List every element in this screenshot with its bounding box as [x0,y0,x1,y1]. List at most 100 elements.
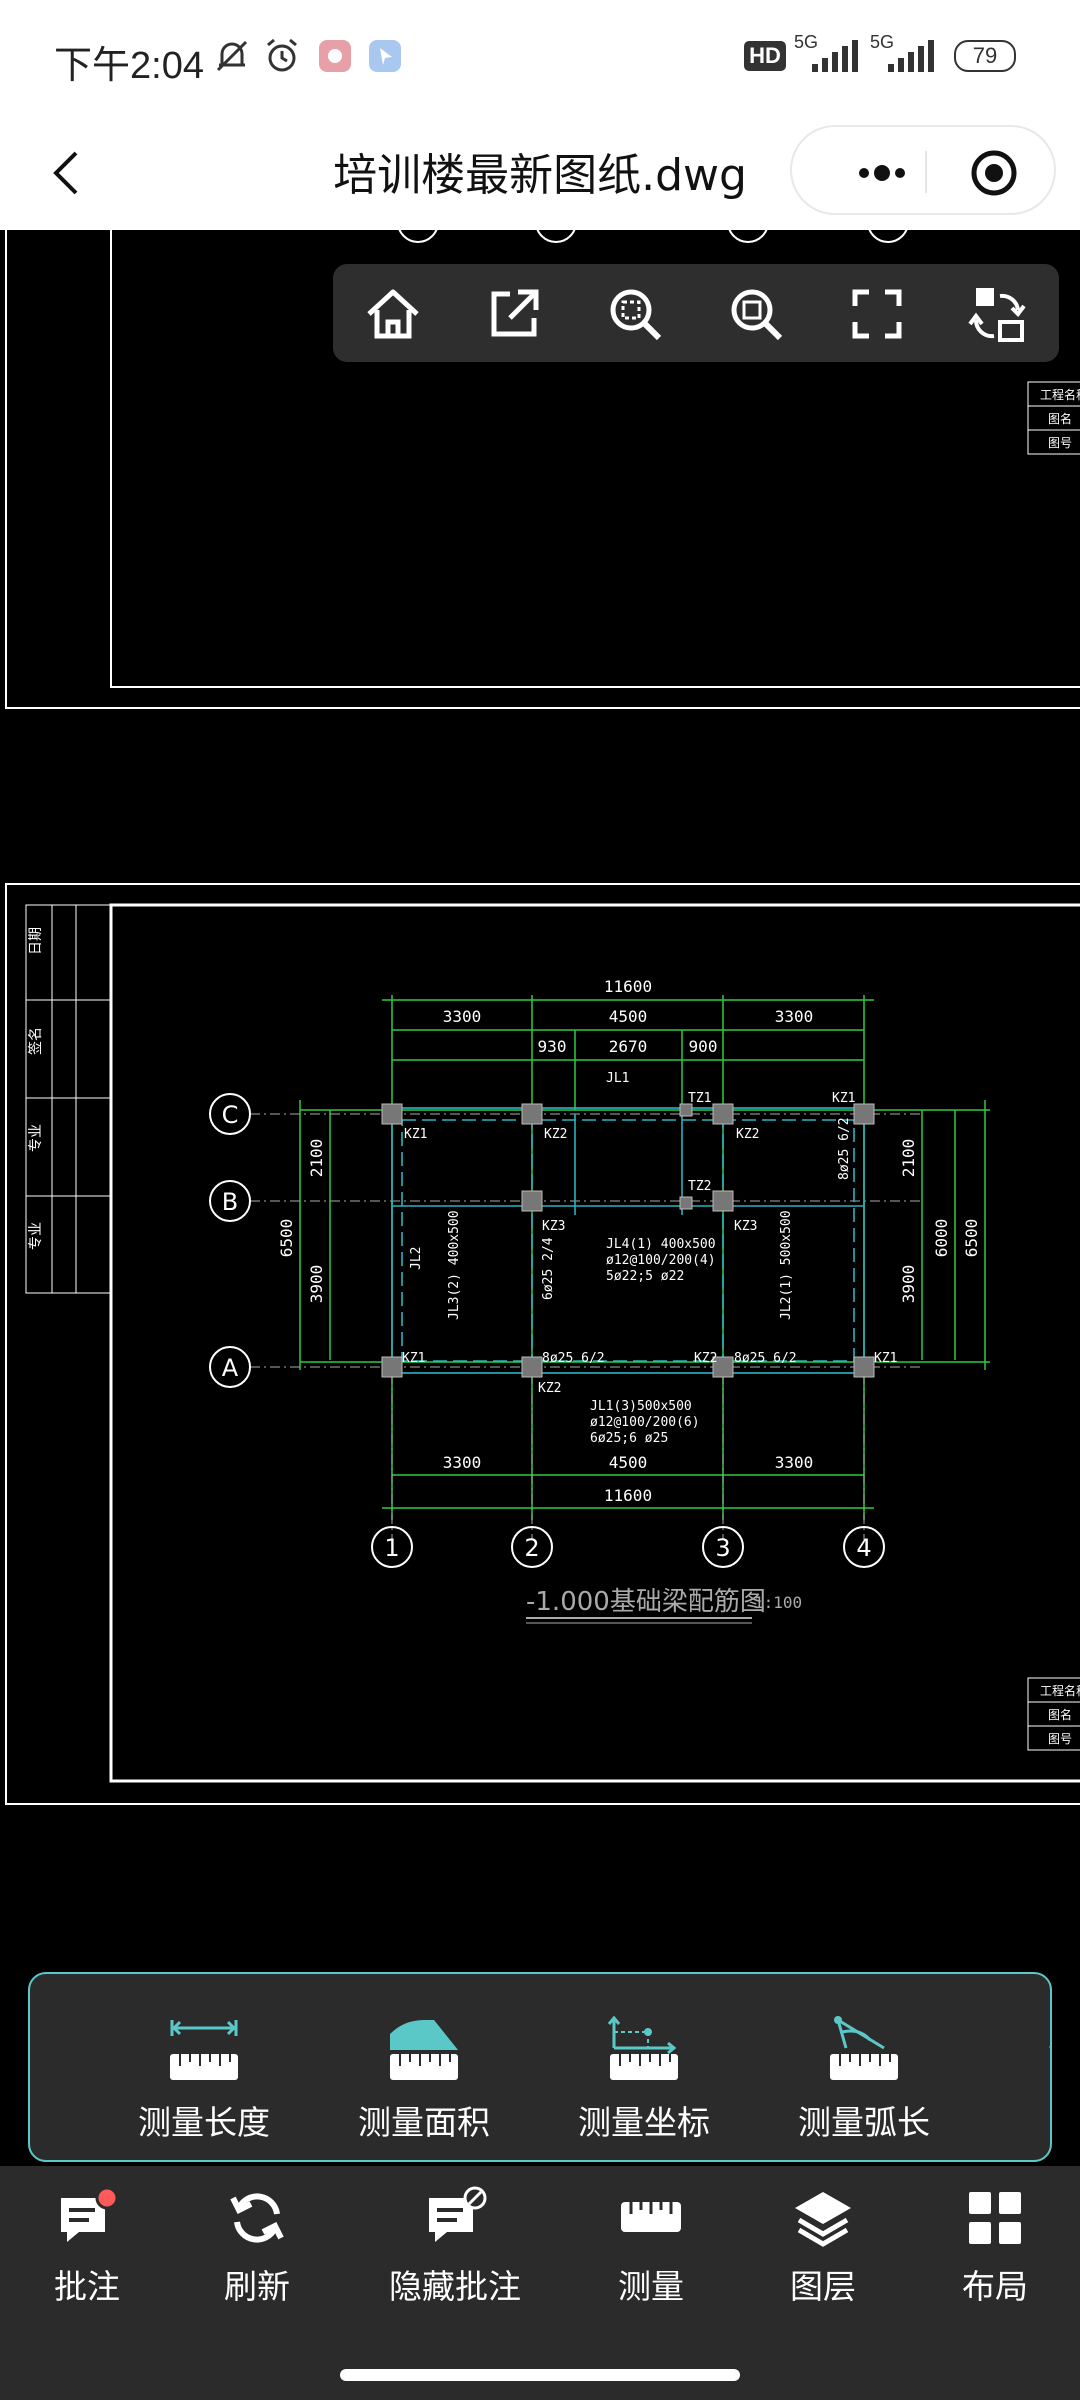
axis-col-1: 1 [384,1534,399,1562]
status-bar: 下午2:04 HD 5G 5G 79 [0,0,1080,115]
lbl-kz2-a: KZ2 [544,1127,567,1142]
strip-3: 专业 [28,1124,44,1152]
tab-measure[interactable]: 测量 [586,2186,716,2336]
lbl-jl1-3: 6ø25;6 ø25 [590,1431,668,1446]
zoom-window-button[interactable] [603,282,667,346]
lbl-jl4-2: ø12@100/200(4) [606,1253,716,1268]
refresh-icon [230,2193,284,2243]
tab-layout-label: 布局 [962,2267,1028,2306]
dim-right-a: 2100 [899,1139,918,1178]
bottom-tab-bar: 批注 刷新 隐藏批注 测量 图层 布局 [0,2166,1080,2400]
lbl-vert: 6ø25 2/4 [541,1237,556,1300]
lbl-jl1-1: JL1(3)500x500 [590,1399,692,1414]
lbl-jl4-3: 5ø22;5 ø22 [606,1269,684,1284]
measure-length-button[interactable]: 测量长度 [114,2014,294,2154]
target-icon [971,150,1017,196]
tab-refresh[interactable]: 刷新 [192,2186,322,2336]
tab-measure-label: 测量 [618,2267,684,2306]
tb-upper-r2: 图名 [1048,411,1072,426]
close-miniprogram-button[interactable] [970,149,1018,197]
tb-upper-r3: 图号 [1048,436,1072,450]
tab-layers[interactable]: 图层 [758,2186,888,2336]
dim-bot-total: 11600 [604,1486,652,1505]
home-indicator[interactable] [340,2369,740,2381]
axis-col-4: 4 [856,1534,871,1562]
page-title: 培训楼最新图纸.dwg [333,150,747,201]
external-link-icon [491,289,539,337]
axis-col-3: 3 [715,1534,730,1562]
tab-refresh-label: 刷新 [224,2267,290,2306]
measure-coordinate-button[interactable]: 测量坐标 [554,2014,734,2154]
drawing-title: -1.000基础梁配筋图 [526,1587,766,1617]
lbl-kz2-c: KZ2 [538,1381,561,1396]
status-time: 下午2:04 [54,45,204,87]
lbl-jl2-note: JL2(1) 500x500 [779,1210,794,1320]
lbl-kz1-d: KZ1 [874,1351,897,1366]
mini-program-capsule [790,125,1056,215]
dim-top-sub1: 930 [538,1037,567,1056]
lbl-tz1: TZ1 [688,1091,711,1106]
zoom-window-icon [610,289,662,341]
ruler-icon [621,2202,681,2232]
capsule-divider [925,151,927,193]
nav-bar: 培训楼最新图纸.dwg [0,115,1080,230]
measure-angle-button[interactable]: 测量 [994,2014,1050,2154]
back-button[interactable] [40,143,100,203]
lbl-jl2: JL2 [409,1247,424,1270]
home-view-button[interactable] [361,282,425,346]
lbl-bar2: 8ø25 6/2 [734,1351,797,1366]
dim-left-total: 6500 [277,1219,296,1258]
more-dots-icon [859,165,905,181]
lbl-tz2: TZ2 [688,1179,711,1194]
measure-arc-label: 测量弧长 [798,2103,930,2142]
lbl-kz1-b: KZ1 [832,1091,855,1106]
strip-2: 签名 [27,1027,44,1055]
app-notification-icon [316,38,354,74]
signal-5g-icon-2: 5G [870,32,938,74]
more-button[interactable] [834,161,934,185]
strip-4: 专业 [28,1222,44,1250]
measure-arc-icon [830,2016,898,2080]
axis-row-b: B [222,1188,238,1216]
switch-view-button[interactable] [966,282,1030,346]
tab-hide-annotation[interactable]: 隐藏批注 [380,2186,530,2336]
drawing-canvas[interactable]: 工程名称 图名 图号 日期 签名 专业 专业 工程名称 图名 图号 [0,230,1080,2165]
measure-arc-button[interactable]: 测量弧长 [774,2014,954,2154]
lbl-kz3-a: KZ3 [542,1219,565,1234]
dimension-lines [299,995,990,1520]
measure-area-label: 测量面积 [358,2103,490,2142]
lbl-jl1: JL1 [606,1071,629,1086]
measure-length-icon [170,2020,238,2080]
measure-area-icon [390,2020,458,2080]
dim-top-sub2: 2670 [609,1037,648,1056]
chevron-left-icon [53,151,78,195]
switch-icon [968,288,1026,342]
dim-right-b: 3900 [899,1265,918,1304]
hd-badge: HD [740,38,790,74]
home-icon [367,289,419,339]
dim-right-total: 6500 [962,1219,981,1258]
lbl-bar1: 8ø25 6/2 [542,1351,605,1366]
tab-annotation-label: 批注 [54,2267,120,2306]
tab-layout[interactable]: 布局 [930,2186,1060,2336]
lbl-kz2-d: KZ2 [694,1351,717,1366]
zoom-extents-icon [731,289,783,341]
lbl-kz1-a: KZ1 [404,1127,427,1142]
share-button[interactable] [482,282,546,346]
lbl-jl3: JL3(2) 400x500 [447,1210,462,1320]
lbl-kz2-b: KZ2 [736,1127,759,1142]
fullscreen-icon [852,289,902,339]
tab-annotation[interactable]: 批注 [22,2186,152,2336]
mute-bell-icon [212,38,252,74]
tb-lower-r1: 工程名称 [1040,1683,1080,1698]
measure-area-button[interactable]: 测量面积 [334,2014,514,2154]
strip-1: 日期 [28,927,44,955]
signal-5g-icon: 5G [794,32,862,74]
dim-top-seg2: 4500 [609,1007,648,1026]
axis-lines [250,1113,920,1540]
dim-left-a: 2100 [307,1139,326,1178]
fullscreen-button[interactable] [845,282,909,346]
zoom-extents-button[interactable] [724,282,788,346]
dim-left-b: 3900 [307,1265,326,1304]
layout-icon [969,2192,1021,2244]
